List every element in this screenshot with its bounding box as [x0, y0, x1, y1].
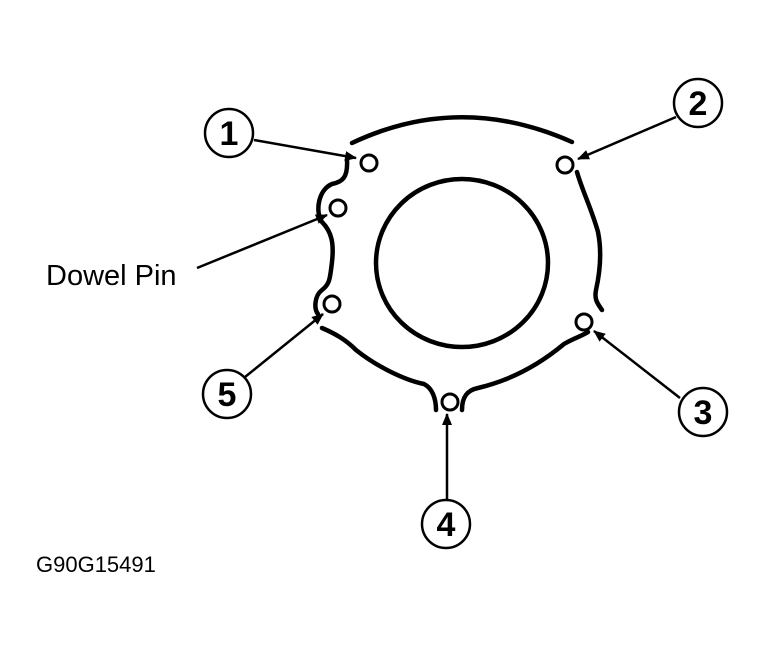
callout-3-label: 3: [694, 394, 713, 432]
bolt-hole-2: [555, 155, 575, 175]
callout-2-label: 2: [689, 85, 708, 123]
callout-1: 1: [203, 107, 255, 159]
leader-1: [253, 138, 357, 162]
bolt-hole-3: [574, 312, 594, 332]
gasket-outline: [313, 115, 605, 413]
callout-1-label: 1: [220, 115, 239, 153]
center-bore: [373, 176, 551, 350]
bolt-hole-4: [440, 392, 460, 412]
leader-dowel-pin: [196, 213, 328, 270]
dowel-pin-label: Dowel Pin: [46, 260, 177, 292]
callout-4: 4: [420, 498, 472, 550]
gasket-bottom-right-edge: [459, 329, 591, 413]
dowel-pin-hole: [328, 198, 348, 218]
leader-5: [244, 313, 324, 378]
bolt-hole-1: [359, 153, 379, 173]
callout-5-label: 5: [218, 376, 237, 414]
callout-4-label: 4: [437, 506, 456, 544]
leader-2: [577, 115, 677, 161]
bolt-hole-5: [322, 294, 342, 314]
gasket-left-edge: [313, 157, 350, 317]
gasket-top-edge: [349, 115, 575, 146]
callout-3: 3: [677, 386, 729, 438]
gasket-right-edge: [574, 169, 605, 313]
leader-3: [593, 330, 681, 399]
callout-5: 5: [201, 368, 253, 420]
callout-2: 2: [672, 77, 724, 129]
figure-id: G90G15491: [36, 552, 156, 577]
gasket-bottom-left-edge: [319, 325, 439, 413]
